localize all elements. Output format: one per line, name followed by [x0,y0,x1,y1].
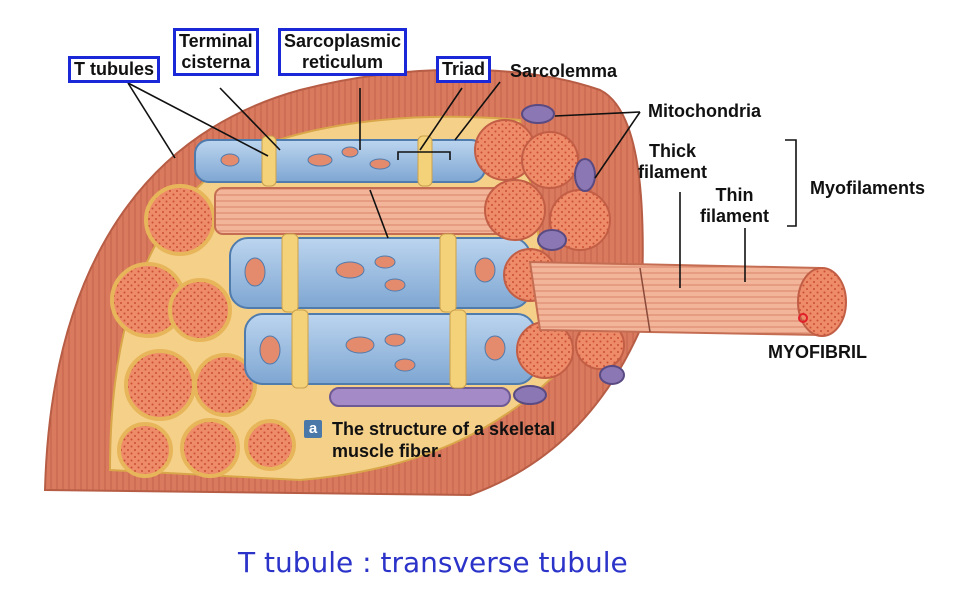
label-t-tubules: T tubules [68,56,160,83]
label-triad-text: Triad [442,59,486,79]
label-terminal-cisterna-line1: Terminal [179,31,253,51]
label-thin-filament: Thin filament [700,185,769,227]
leader-lines [127,81,797,288]
label-thin-filament-line2: filament [700,206,770,226]
label-myofibril: MYOFIBRIL [768,342,867,362]
myofibril-ends [474,119,625,379]
caption-line2: muscle fiber. [332,441,443,461]
label-sarcolemma: Sarcolemma [510,61,618,81]
label-t-tubules-text: T tubules [74,59,154,79]
label-thin-filament-line1: Thin [715,185,754,205]
label-terminal-cisterna: Terminal cisterna [173,28,259,76]
label-thick-filament-line2: filament [638,162,708,182]
label-sarcoplasmic-reticulum: Sarcoplasmic reticulum [278,28,408,76]
label-thick-filament: Thick filament [638,141,707,183]
cross-section-myofibrils [110,184,296,478]
label-myofilaments: Myofilaments [810,178,926,198]
myofibril-extended [528,260,847,337]
label-sarcoplasmic-reticulum-line1: Sarcoplasmic [284,31,402,51]
mitochondria-shapes [513,104,625,405]
caption-text: The structure of a skeletal muscle fiber… [332,418,555,462]
caption-badge: a [304,420,322,438]
footer-note: T tubule : transverse tubule [238,546,628,579]
label-sarcoplasmic-reticulum-line2: reticulum [302,52,384,72]
caption-line1: The structure of a skeletal [332,419,556,439]
label-mitochondria: Mitochondria [648,101,761,121]
label-terminal-cisterna-line2: cisterna [181,52,251,72]
label-triad: Triad [436,56,492,83]
label-thick-filament-line1: Thick [649,141,697,161]
sarcoplasmic-reticulum-sheaths [194,135,536,407]
